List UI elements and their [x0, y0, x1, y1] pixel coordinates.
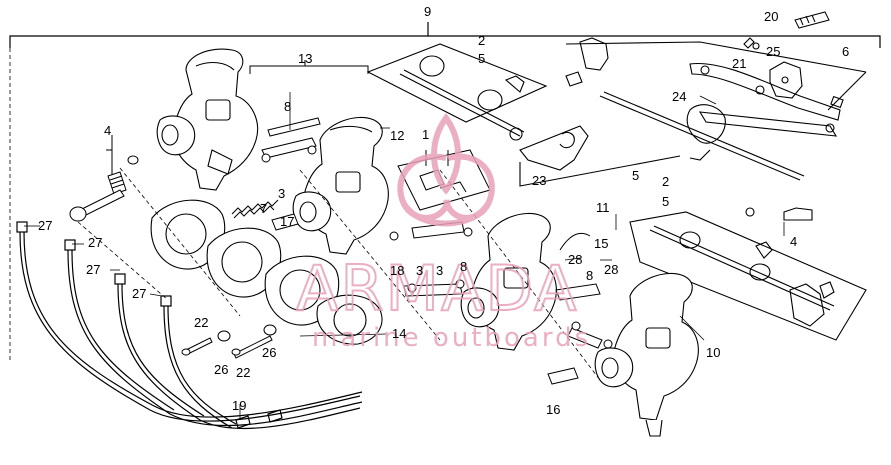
- callout-13: 13: [298, 51, 312, 66]
- callout-27: 27: [88, 235, 102, 250]
- callout-28: 28: [568, 252, 582, 267]
- callout-8: 8: [586, 268, 593, 283]
- callout-26: 26: [262, 345, 276, 360]
- callout-26: 26: [214, 362, 228, 377]
- callout-3: 3: [278, 186, 285, 201]
- callout-8: 8: [284, 99, 291, 114]
- linkage-box-upper-right: [565, 37, 867, 181]
- callout-20: 20: [764, 9, 778, 24]
- callout-9: 9: [424, 4, 431, 19]
- throttle-cables: [16, 221, 363, 430]
- carburetor-2: [292, 116, 389, 255]
- spring-part-7: [231, 199, 279, 219]
- callout-21: 21: [732, 56, 746, 71]
- carburetor-3: [460, 212, 557, 351]
- throttle-shaft-upper: [366, 43, 681, 187]
- callout-5: 5: [632, 168, 639, 183]
- intake-insulators: [150, 199, 383, 345]
- bracket-part-13: [249, 60, 369, 74]
- callout-4: 4: [104, 123, 111, 138]
- callout-22: 22: [236, 365, 250, 380]
- callout-5: 5: [478, 51, 485, 66]
- callout-27: 27: [38, 218, 52, 233]
- callout-28: 28: [604, 262, 618, 277]
- callout-7: 7: [260, 201, 267, 216]
- callout-25: 25: [766, 44, 780, 59]
- alignment-dashed-lines: [9, 48, 601, 381]
- callout-12: 12: [390, 128, 404, 143]
- callout-15: 15: [594, 236, 608, 251]
- callout-2: 2: [478, 33, 485, 48]
- callout-24: 24: [672, 89, 686, 104]
- callout-16: 16: [546, 402, 560, 417]
- callout-23: 23: [532, 173, 546, 188]
- armada-watermark: ARMADA marine outboards: [295, 112, 591, 353]
- carburetor-1: [156, 48, 258, 191]
- watermark-tagline: marine outboards: [312, 323, 591, 353]
- callout-4: 4: [790, 234, 797, 249]
- callout-6: 6: [842, 44, 849, 59]
- leader-lines: [24, 92, 785, 420]
- armada-knot-logo: [397, 112, 495, 227]
- bolt-part-20: [794, 11, 830, 29]
- spring-pin-part-4: [69, 135, 139, 222]
- callout-17: 17: [280, 214, 294, 229]
- callout-3: 3: [436, 263, 443, 278]
- callout-27: 27: [132, 286, 146, 301]
- callout-2: 2: [662, 174, 669, 189]
- bolts-washers-22-26: [181, 324, 277, 359]
- callout-27: 27: [86, 262, 100, 277]
- carburetor-4: [594, 272, 699, 437]
- callout-8: 8: [460, 259, 467, 274]
- callout-1: 1: [422, 127, 429, 142]
- callout-22: 22: [194, 315, 208, 330]
- callout-labels: 9 20 13 2 5 6 21 25 24 8 12 1 4 23 5 3 7…: [38, 4, 849, 417]
- callout-18: 18: [390, 263, 404, 278]
- assembly-bracket: [9, 22, 881, 48]
- callout-19: 19: [232, 398, 246, 413]
- watermark-brand: ARMADA: [296, 252, 578, 325]
- callout-3: 3: [416, 263, 423, 278]
- callout-14: 14: [392, 326, 406, 341]
- throttle-shaft-lower: [629, 207, 867, 341]
- callout-5: 5: [662, 194, 669, 209]
- callout-10: 10: [706, 345, 720, 360]
- callout-11: 11: [596, 200, 610, 215]
